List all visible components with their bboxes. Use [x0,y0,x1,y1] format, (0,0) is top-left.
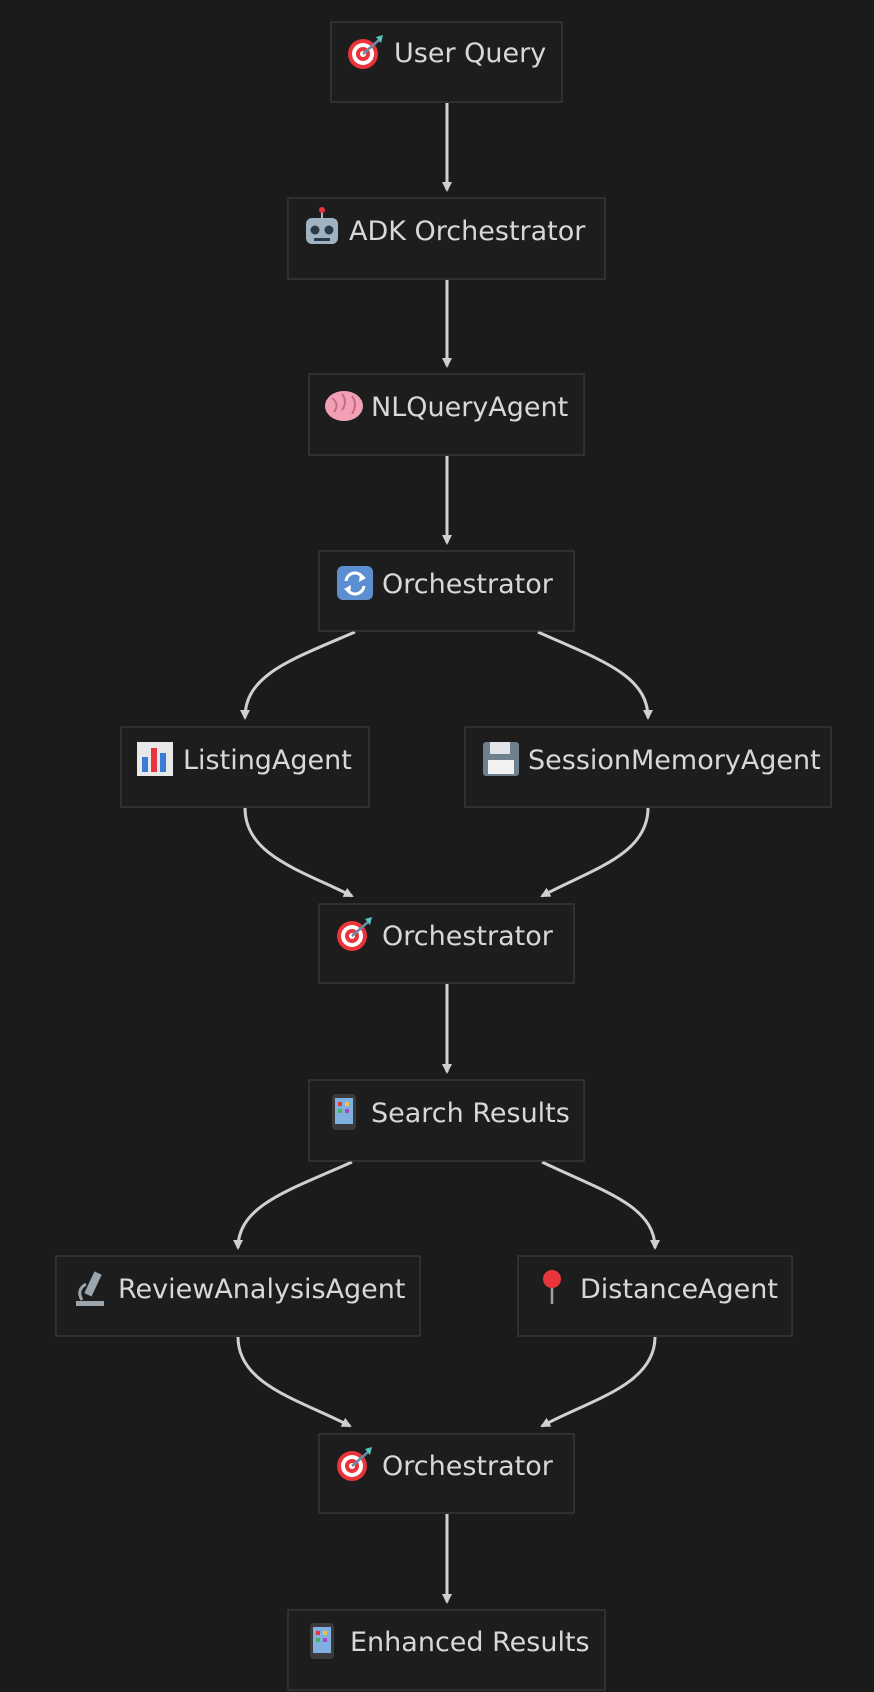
node-enhanced-results: Enhanced Results [287,1609,606,1691]
brain-icon [325,391,363,421]
node-label: User Query [394,38,546,69]
target-icon [337,1447,372,1481]
microscope-icon [76,1271,104,1306]
node-label: DistanceAgent [580,1274,778,1305]
node-label: ReviewAnalysisAgent [118,1274,406,1305]
node-label: SessionMemoryAgent [528,745,821,776]
node-orchestrator-1: Orchestrator [318,550,575,632]
mobile-phone-icon [310,1623,334,1659]
node-listing-agent: ListingAgent [120,726,370,808]
node-distance-agent: DistanceAgent [517,1255,793,1337]
target-icon [337,917,372,951]
node-review-analysis-agent: ReviewAnalysisAgent [55,1255,421,1337]
pushpin-icon [543,1270,561,1304]
refresh-icon [337,566,373,600]
edge-listing-agent-to-orchestrator-2 [243,807,354,898]
node-adk-orchestrator: ADK Orchestrator [287,197,606,280]
node-label: Search Results [371,1098,570,1129]
node-user-query: User Query [330,21,563,103]
edge-distance-agent-to-orchestrator-3 [540,1336,657,1428]
node-label: Orchestrator [382,569,554,600]
node-label: ListingAgent [183,745,352,776]
node-session-memory-agent: SessionMemoryAgent [464,726,832,808]
node-label: Enhanced Results [350,1627,590,1658]
target-icon [348,35,383,69]
floppy-disk-icon [483,742,519,776]
edge-search-results-to-review-analysis-agent [233,1160,353,1250]
edge-review-analysis-agent-to-orchestrator-3 [236,1336,352,1428]
node-label: Orchestrator [382,921,554,952]
edge-orchestrator-1-to-session-memory-agent [537,630,653,720]
node-orchestrator-2: Orchestrator [318,903,575,984]
node-search-results: Search Results [308,1079,585,1162]
node-label: ADK Orchestrator [349,216,586,247]
node-nl-query-agent: NLQueryAgent [308,373,585,456]
mobile-phone-icon [332,1094,356,1130]
node-label: NLQueryAgent [371,392,568,423]
edge-orchestrator-1-to-listing-agent [240,630,356,720]
node-label: Orchestrator [382,1451,554,1482]
bar-chart-icon [137,742,173,776]
edge-session-memory-agent-to-orchestrator-2 [540,807,650,898]
edge-search-results-to-distance-agent [541,1160,660,1250]
node-orchestrator-3: Orchestrator [318,1433,575,1514]
robot-icon [306,207,338,244]
